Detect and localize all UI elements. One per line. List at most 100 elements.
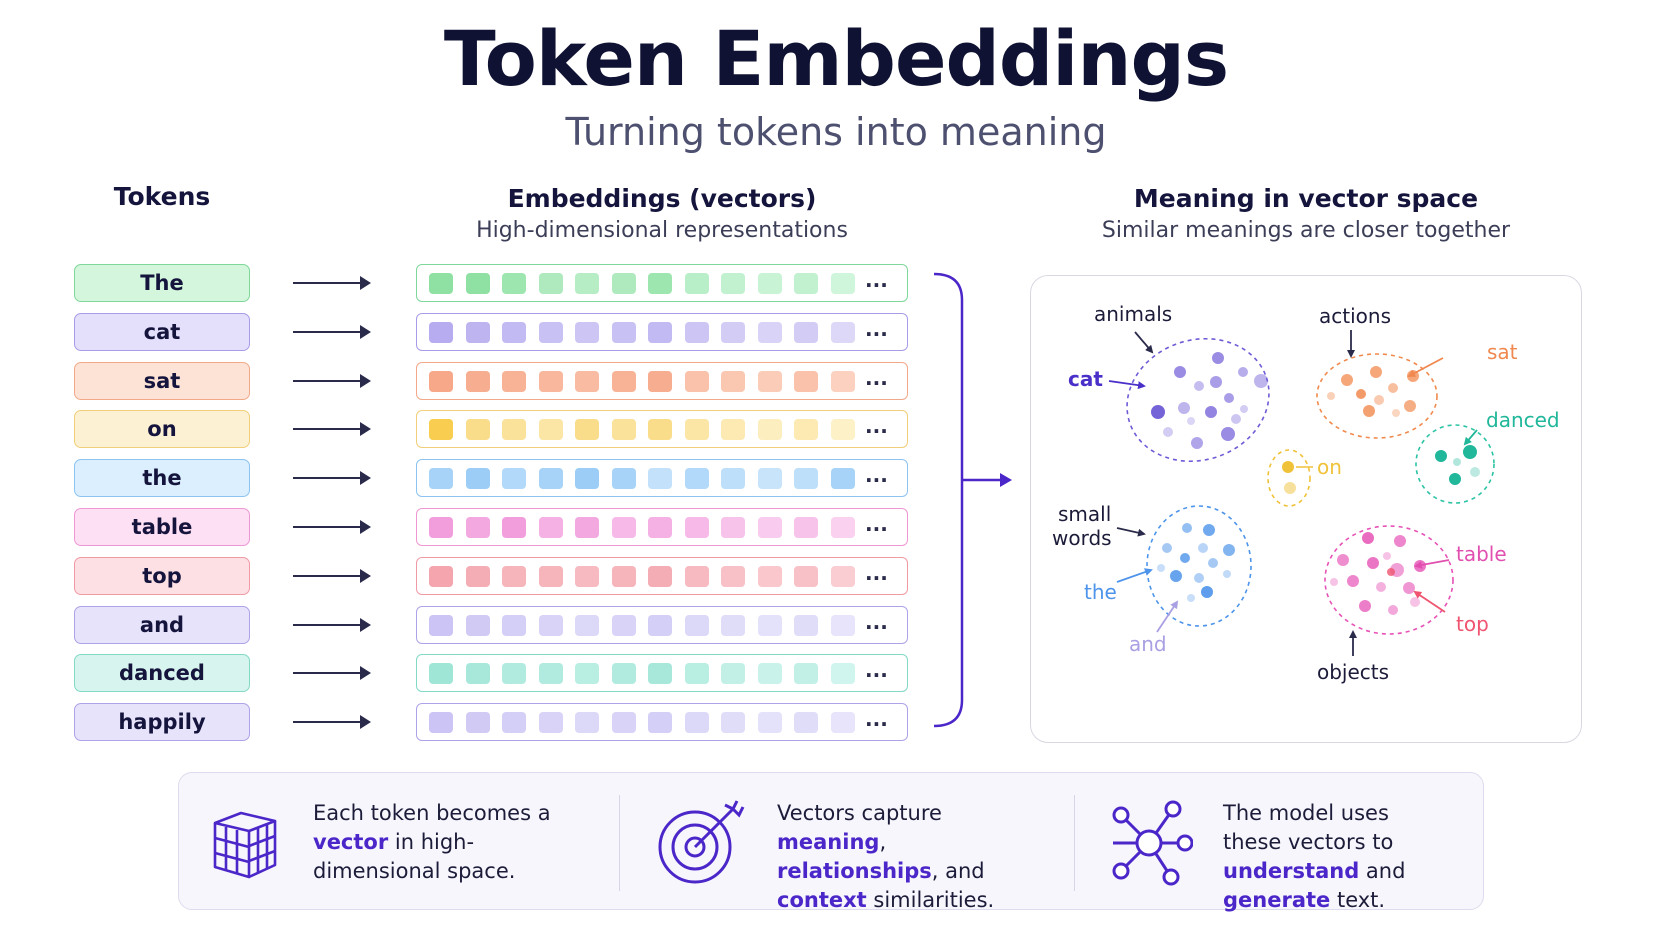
vector-ellipsis: ... (865, 317, 888, 341)
vector-cell (429, 273, 453, 294)
embedding-vector: ... (416, 264, 908, 302)
vector-cell (648, 273, 672, 294)
label-sat: sat (1487, 340, 1518, 364)
vector-cell (575, 712, 599, 733)
summary-text: , (879, 830, 887, 854)
vector-cell (538, 468, 563, 489)
vector-cell (794, 663, 818, 684)
vector-ellipsis: ... (865, 414, 888, 438)
vector-cell (465, 566, 490, 587)
vector-cell (684, 322, 709, 343)
embedding-vector: ... (416, 654, 908, 692)
summary-text: The model uses these vectors to (1223, 801, 1394, 854)
vector-cell (502, 371, 526, 392)
vector-cell (830, 712, 855, 733)
vector-cell (757, 273, 782, 294)
summary-highlight: context (777, 888, 867, 912)
vector-cell (429, 322, 453, 343)
vector-cell (611, 419, 636, 440)
vector-cell (502, 419, 526, 440)
vector-cell (611, 273, 636, 294)
label-the: the (1084, 580, 1117, 604)
vector-cell (648, 419, 672, 440)
embeddings-heading: Embeddings (vectors) (507, 184, 817, 213)
vector-cell (721, 517, 745, 538)
vector-cell (611, 663, 636, 684)
vector-cell (794, 468, 818, 489)
vector-cell (538, 517, 563, 538)
vector-cell (757, 371, 782, 392)
page-subtitle: Turning tokens into meaning (565, 110, 1107, 154)
summary-item-meaning: Vectors capture meaning, relationships, … (777, 799, 1047, 915)
vector-cell (684, 712, 709, 733)
vector-cell (648, 468, 672, 489)
vector-cell (794, 712, 818, 733)
vector-ellipsis: ... (865, 512, 888, 536)
label-and: and (1129, 632, 1167, 656)
label-cat: cat (1068, 367, 1103, 391)
vector-cell (648, 663, 672, 684)
vector-space-subheading: Similar meanings are closer together (1101, 218, 1511, 243)
vector-cell (830, 322, 855, 343)
vector-cell (648, 371, 672, 392)
vector-cell (465, 273, 490, 294)
vector-cell (611, 615, 636, 636)
vector-cell (575, 663, 599, 684)
vector-cell (429, 371, 453, 392)
vector-cell (721, 273, 745, 294)
vector-cell (721, 712, 745, 733)
vector-cell (502, 322, 526, 343)
vector-cell (538, 712, 563, 733)
vector-cell (794, 517, 818, 538)
vector-cell (648, 615, 672, 636)
vector-cell (575, 322, 599, 343)
vector-cell (757, 517, 782, 538)
embedding-vector: ... (416, 508, 908, 546)
vector-cell (684, 615, 709, 636)
summary-highlight: meaning (777, 830, 880, 854)
vector-space-heading: Meaning in vector space (1133, 184, 1479, 213)
vector-ellipsis: ... (865, 707, 888, 731)
vector-cell (465, 371, 490, 392)
vector-cell (575, 273, 599, 294)
summary-item-model: The model uses these vectors to understa… (1223, 799, 1453, 915)
vector-cell (575, 566, 599, 587)
vector-cell (575, 615, 599, 636)
vector-cell (794, 322, 818, 343)
vector-cell (757, 419, 782, 440)
vector-cell (502, 712, 526, 733)
embeddings-subheading: High-dimensional representations (476, 218, 848, 243)
token-arrow (293, 520, 371, 534)
token-2: sat (74, 362, 250, 400)
embedding-vector: ... (416, 459, 908, 497)
token-arrow (293, 471, 371, 485)
vector-cell (721, 663, 745, 684)
vector-cell (611, 517, 636, 538)
label-actions: actions (1319, 304, 1391, 328)
cluster-animals (1126, 337, 1270, 463)
token-6: top (74, 557, 250, 595)
token-arrow (293, 569, 371, 583)
token-1: cat (74, 313, 250, 351)
vector-cell (830, 371, 855, 392)
token-0: The (74, 264, 250, 302)
vector-cell (538, 663, 563, 684)
token-arrow (293, 666, 371, 680)
vector-cell (648, 517, 672, 538)
token-8: danced (74, 654, 250, 692)
vector-cell (575, 371, 599, 392)
vector-cell (575, 517, 599, 538)
embedding-vector: ... (416, 703, 908, 741)
vector-cell (830, 517, 855, 538)
summary-text: Each token becomes a (313, 801, 551, 825)
vector-cell (830, 615, 855, 636)
vector-cell (648, 712, 672, 733)
cube-icon (213, 811, 277, 879)
label-objects: objects (1317, 660, 1390, 684)
cluster-objects (1324, 525, 1454, 635)
vector-ellipsis: ... (865, 658, 888, 682)
vector-cell (721, 566, 745, 587)
vector-cell (684, 468, 709, 489)
vector-cell (429, 712, 453, 733)
vector-cell (538, 566, 563, 587)
